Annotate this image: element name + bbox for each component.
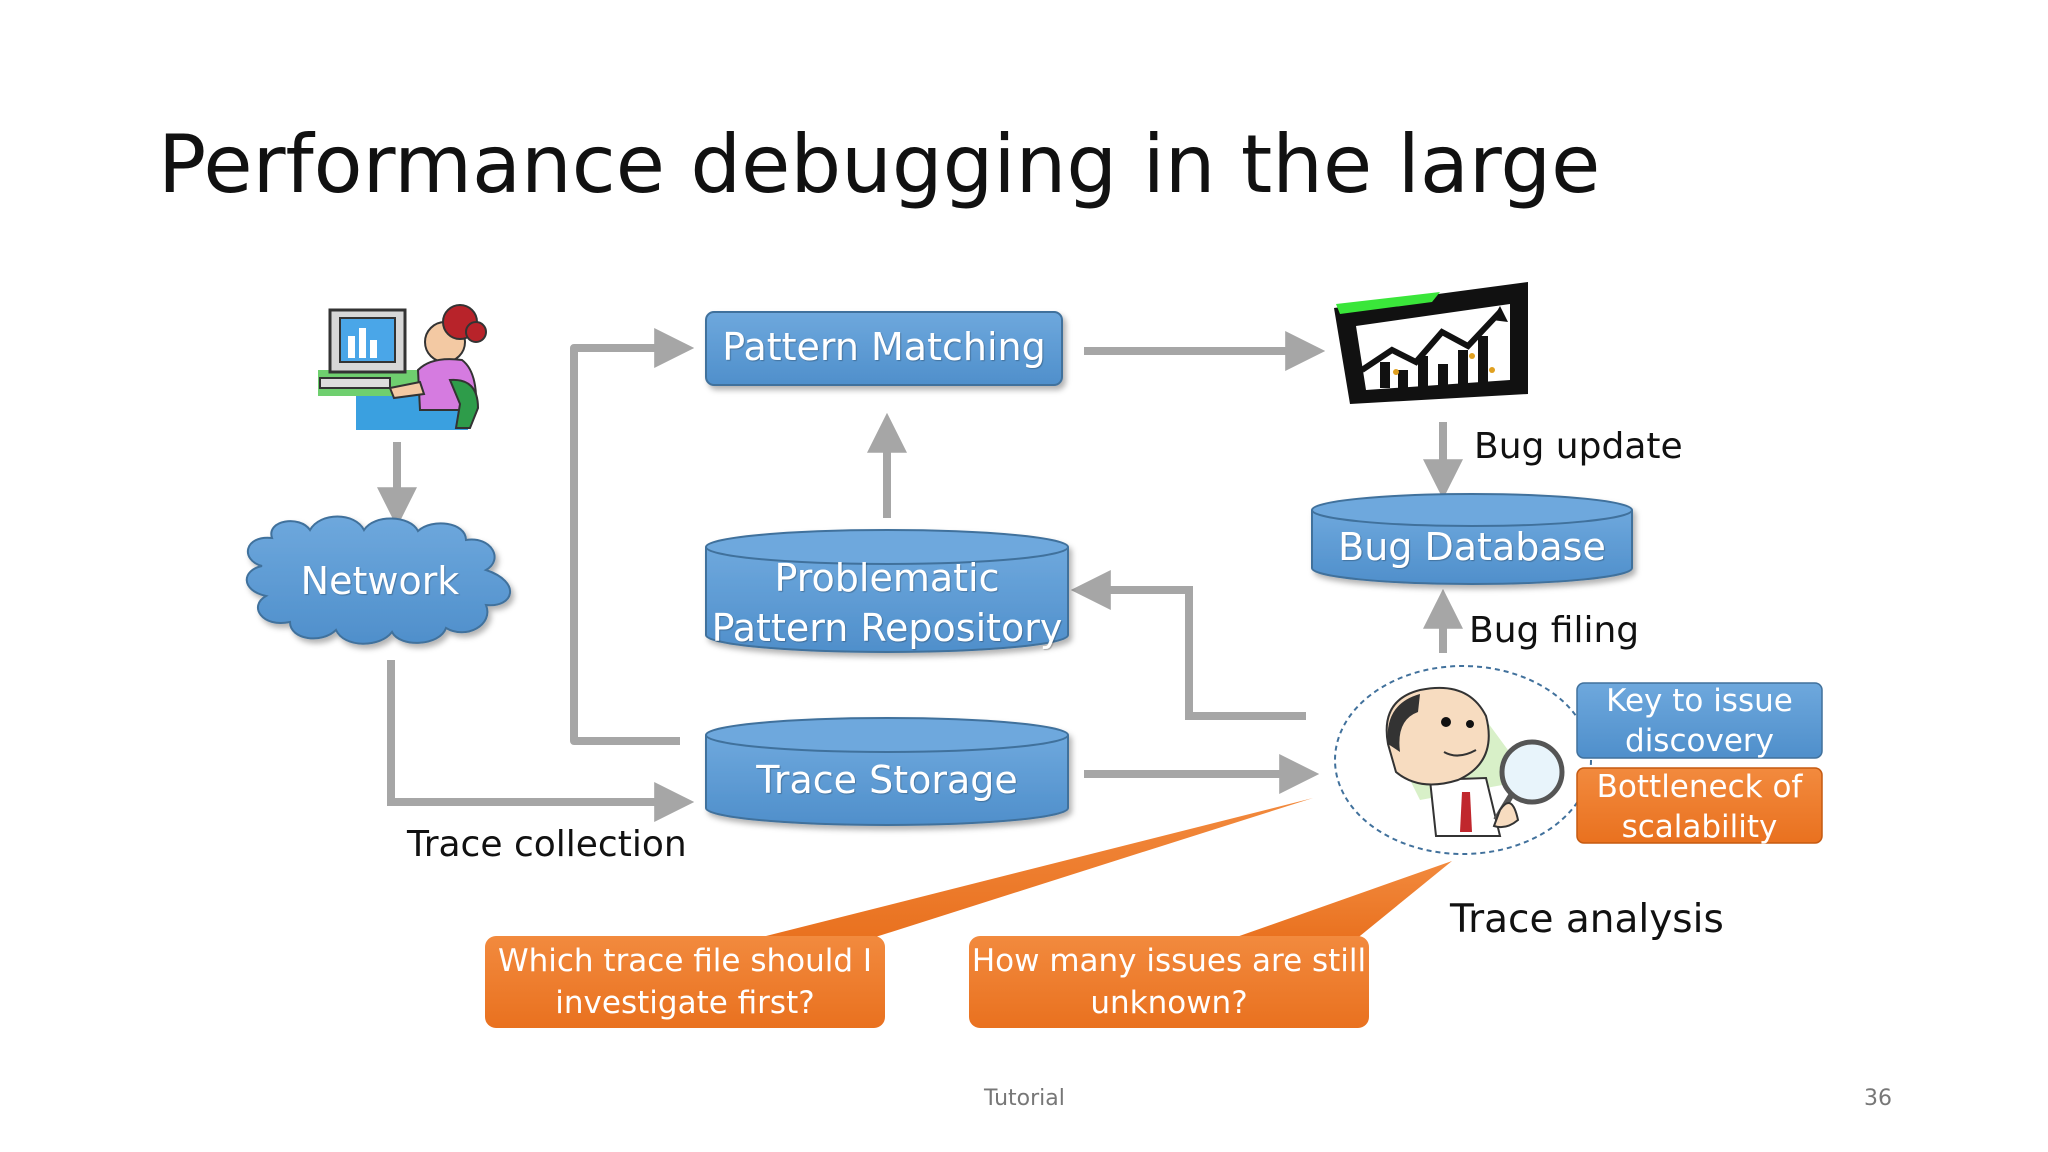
trace-storage-cylinder [705,717,1069,826]
bug-database-label: Bug Database [1338,525,1606,569]
network-label: Network [300,559,460,603]
key-issue-tag [1576,682,1823,759]
network-cloud [245,515,511,645]
slide-title: Performance debugging in the large [158,118,1601,211]
callout-wedge-which [750,798,1313,940]
pattern-matching-label: Pattern Matching [722,325,1046,369]
arrow-trace-storage-to-pattern-matching [570,328,695,745]
arrow-analysis-to-repository [1070,570,1306,720]
repository-cylinder [705,529,1069,653]
bug-filing-label: Bug filing [1469,610,1640,651]
callout-wedge-how [1228,861,1452,940]
trace-storage-label: Trace Storage [756,758,1018,802]
user-at-computer-icon [318,304,487,430]
callout-which-line2: investigate first? [555,985,815,1021]
repository-label-line2: Pattern Repository [711,606,1063,650]
bottleneck-line2: scalability [1621,809,1778,845]
bug-update-label: Bug update [1474,426,1683,467]
footer-text: Tutorial [984,1086,1065,1111]
bottleneck-line1: Bottleneck of [1596,769,1803,805]
bottleneck-tag [1576,767,1823,844]
page-number: 36 [1864,1086,1892,1111]
callout-how-line2: unknown? [1090,985,1248,1021]
bug-database-cylinder [1311,493,1633,585]
callout-which-trace-box [485,936,885,1028]
key-issue-line1: Key to issue [1606,683,1793,719]
key-issue-line2: discovery [1625,723,1774,759]
trace-analysis-label: Trace analysis [1450,897,1724,942]
arrow-network-to-trace-storage [387,660,695,822]
detective-magnifier-icon [1334,665,1592,855]
trace-collection-label: Trace collection [407,824,687,865]
repository-label-line1: Problematic [774,556,1000,600]
callout-how-many-box [969,936,1369,1028]
callout-how-line1: How many issues are still [971,943,1367,979]
stock-chart-icon [1334,282,1528,404]
pattern-matching-box [705,311,1063,386]
callout-which-line1: Which trace file should I [497,943,873,979]
